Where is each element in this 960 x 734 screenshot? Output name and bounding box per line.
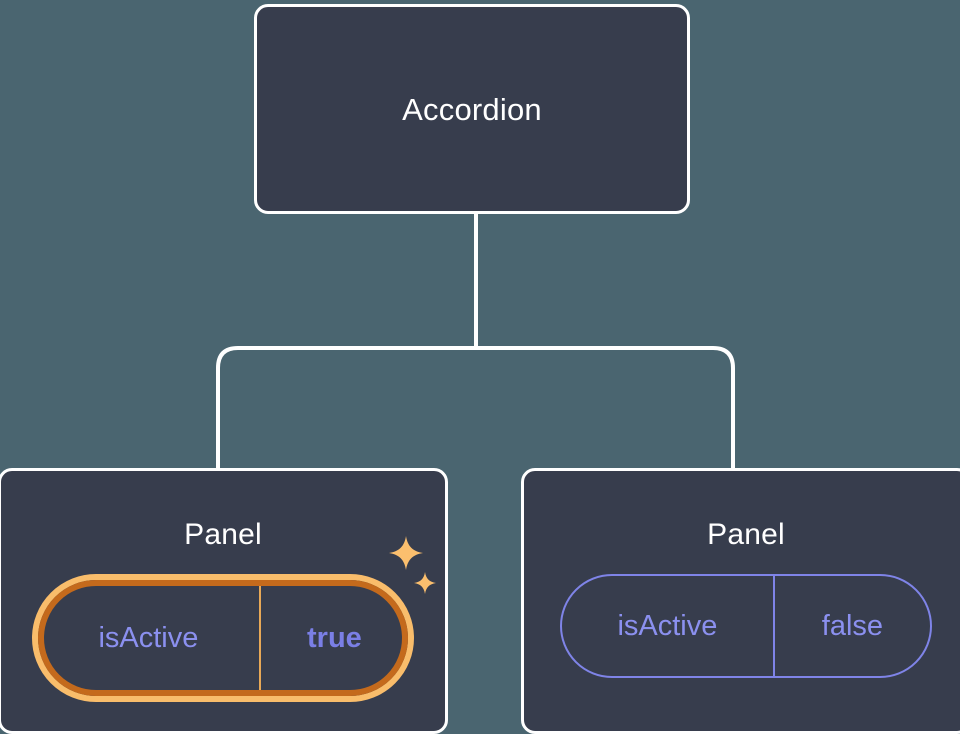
prop-pill-active[interactable]: isActive true [32, 574, 414, 702]
prop-key-isactive-true: isActive [98, 621, 199, 654]
connector-branch-left [216, 346, 476, 468]
prop-key-isactive-false: isActive [617, 609, 718, 642]
node-panel-active-label: Panel [184, 518, 262, 551]
prop-pill-active-wrap: isActive true [32, 574, 414, 702]
prop-value-true: true [258, 580, 408, 696]
node-accordion-label: Accordion [402, 91, 542, 127]
node-accordion[interactable]: Accordion [254, 4, 690, 214]
prop-pill-inactive-wrap: isActive false [560, 574, 932, 678]
node-panel-inactive-label: Panel [707, 518, 785, 551]
prop-pill-inactive[interactable]: isActive false [560, 574, 932, 678]
connector-branch-right [476, 346, 735, 468]
prop-value-false: false [772, 576, 930, 676]
node-panel-inactive[interactable]: Panel isActive false [521, 468, 960, 734]
node-panel-active[interactable]: Panel isActive true [0, 468, 448, 734]
